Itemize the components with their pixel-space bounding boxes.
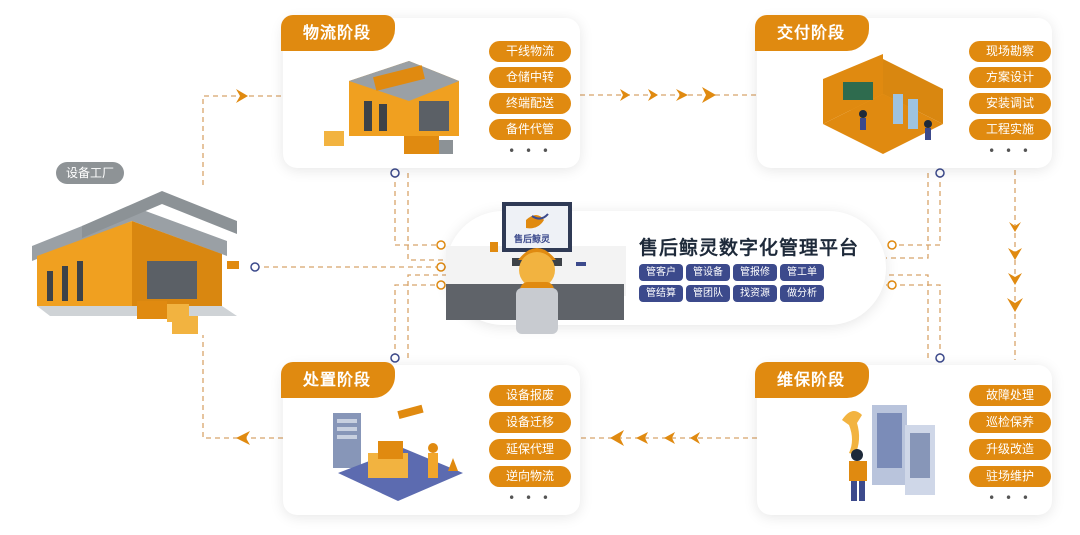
disposal-item-migrate: 设备迁移 [489,412,571,433]
arrow-left-icon [664,432,675,444]
connector-platform-logistics-a [394,173,446,246]
platform-tag-repair: 管报修 [733,264,777,281]
arrow-down-icon [1009,222,1021,232]
delivery-more: • • • [988,144,1032,158]
arrow-left-icon [636,432,648,444]
maintenance-more: • • • [988,491,1032,505]
stage-card-logistics: 物流阶段 干线物流 仓储中转 终端配送 备件代管 • • • [281,15,580,168]
factory-label: 设备工厂 [56,162,124,184]
delivery-item-survey: 现场勘察 [969,41,1051,62]
maintenance-item-inspect: 巡检保养 [969,412,1051,433]
disposal-item-scrap: 设备报废 [489,385,571,406]
platform-desk-illustration [446,202,626,334]
arrow-right-icon [620,89,630,101]
logistics-item-trunk: 干线物流 [489,41,571,62]
logistics-item-spare: 备件代管 [489,119,571,140]
platform-tag-team: 管团队 [686,285,730,302]
platform-logo-text: 售后鲸灵 [513,235,550,245]
platform-tag-resource: 找资源 [733,285,777,302]
platform-tag-analysis: 做分析 [780,285,824,302]
arrow-left-icon [610,430,624,446]
stage-card-maintenance: 维保阶段 故障处理 巡检保养 升级改造 驻场维护 • • • [755,362,1052,515]
stage-card-delivery: 交付阶段 现场勘察 方案设计 安装调试 工程实施 • • • [755,15,1052,168]
connector-platform-logistics-b [407,173,446,261]
delivery-item-design: 方案设计 [969,67,1051,88]
platform-tag-device: 管设备 [686,264,730,281]
logistics-item-warehouse: 仓储中转 [489,67,571,88]
delivery-item-engineering: 工程实施 [969,119,1051,140]
maintenance-item-onsite: 驻场维护 [969,466,1051,487]
disposal-item-reverse: 逆向物流 [489,466,571,487]
platform-tag-customer: 管客户 [639,264,683,281]
connector-platform-delivery-a [886,173,941,246]
connector-factory-logistics [202,95,283,185]
connector-platform-maintenance-b [886,274,929,358]
stage-title-maintenance: 维保阶段 [755,362,870,398]
arrow-down-icon [1008,248,1022,260]
factory-illustration [32,191,239,334]
delivery-item-install: 安装调试 [969,93,1051,114]
logistics-illustration [324,61,459,154]
delivery-illustration [823,54,943,154]
arrow-right-icon [676,89,688,101]
connector-platform-disposal-a [394,284,446,358]
connector-platform-delivery-b [886,173,929,259]
disposal-more: • • • [508,491,552,505]
arrow-left-icon [236,431,250,445]
logistics-more: • • • [508,144,552,158]
stage-title-disposal: 处置阶段 [281,362,396,398]
arrow-right-icon [702,87,716,103]
arrow-right-icon [236,89,248,103]
stage-title-logistics: 物流阶段 [281,15,396,51]
connector-platform-disposal-b [407,274,446,358]
platform-tag-workorder: 管工单 [780,264,824,281]
disposal-item-warranty: 延保代理 [489,439,571,460]
connector-disposal-factory [202,335,283,439]
arrow-down-icon [1007,298,1023,312]
platform-tag-settlement: 管结算 [639,285,683,302]
maintenance-illustration [842,405,935,501]
arrow-left-icon [690,432,700,444]
platform-title: 售后鲸灵数字化管理平台 [639,237,860,259]
stage-title-delivery: 交付阶段 [755,15,870,51]
disposal-illustration [333,404,463,501]
arrow-right-icon [648,89,658,101]
connector-platform-maintenance-a [886,284,941,358]
arrow-down-icon [1008,273,1022,285]
maintenance-item-fault: 故障处理 [969,385,1051,406]
logistics-item-terminal: 终端配送 [489,93,571,114]
stage-card-disposal: 处置阶段 设备报废 设备迁移 延保代理 逆向物流 • • • [281,362,580,515]
maintenance-item-upgrade: 升级改造 [969,439,1051,460]
